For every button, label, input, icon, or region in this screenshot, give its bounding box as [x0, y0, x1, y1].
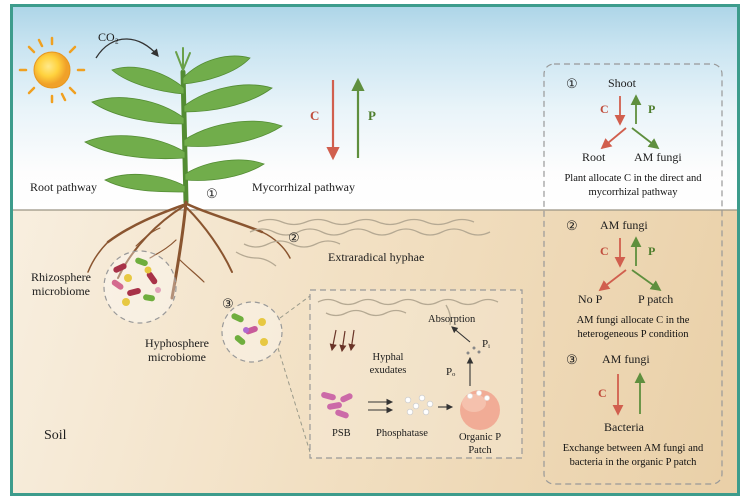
- legend-1-right-label: AM fungi: [634, 150, 682, 164]
- hyphosphere-circle: [221, 301, 283, 363]
- diagram-artwork: [13, 36, 737, 485]
- number-1-badge: ①: [206, 186, 218, 201]
- pi-dots: [466, 346, 481, 355]
- c-main-label: C: [310, 108, 320, 123]
- exudate-arrows: [329, 329, 356, 353]
- legend-1-left-label: Root: [582, 150, 606, 164]
- section1-arrows: [600, 94, 660, 150]
- figure-scene: CO₂ Root pathway ① Mycorrhizal pathway C…: [13, 7, 737, 493]
- legend-3-caption: Exchange between AM fungi and bacteria i…: [562, 443, 704, 468]
- legend-panel-border: [543, 63, 723, 485]
- psb-bacteria: [321, 391, 353, 419]
- phosphatase-label: Phosphatase: [376, 428, 428, 439]
- legend-2-right-label: P patch: [638, 292, 674, 306]
- legend-2-top-label: AM fungi: [600, 218, 648, 232]
- zoom-callout-lines: [277, 295, 311, 453]
- section3-arrows: [612, 372, 646, 416]
- legend-2-p-label: P: [648, 244, 656, 258]
- extraradical-hyphae-lines: [235, 218, 491, 267]
- sun-icon: [18, 36, 86, 104]
- legend-1-number: ①: [566, 76, 578, 91]
- psb-to-phosphatase-arrows: [368, 398, 394, 414]
- number-3-badge: ③: [222, 296, 234, 311]
- maize-plant: [84, 47, 283, 205]
- co2-label: CO₂: [98, 30, 119, 44]
- organic-p-patch-label: Organic P Patch: [458, 432, 502, 456]
- legend-1-c-label: C: [600, 102, 609, 116]
- legend-1-caption: Plant allocate C in the direct and mycor…: [564, 173, 702, 198]
- rhizosphere-circle: [103, 250, 177, 324]
- extraradical-hyphae-label: Extraradical hyphae: [328, 250, 425, 264]
- legend-3-number: ③: [566, 352, 578, 367]
- hyphosphere-microbiome-label: Hyphosphere microbiome: [145, 336, 209, 365]
- pi-label: Pᵢ: [482, 338, 490, 350]
- mycorrhizal-pathway-label: Mycorrhizal pathway: [252, 180, 355, 194]
- phosphatase-dots: [404, 394, 434, 416]
- organic-p-patch-circle: [460, 390, 500, 430]
- root-system: [87, 200, 291, 300]
- absorption-arrow: [451, 326, 471, 343]
- tassel: [175, 47, 191, 71]
- legend-2-caption: AM fungi allocate C in the heterogeneous…: [576, 315, 690, 340]
- soil-label: Soil: [44, 428, 67, 443]
- root-pathway-label: Root pathway: [30, 180, 97, 194]
- legend-1-p-label: P: [648, 102, 656, 116]
- hyphal-exudates-label: Hyphal exudates: [369, 352, 407, 376]
- po-label: Pₒ: [446, 366, 456, 378]
- absorption-label: Absorption: [428, 314, 476, 325]
- psb-label: PSB: [332, 428, 351, 439]
- rhizosphere-microbes: [111, 257, 161, 306]
- legend-3-c-label: C: [598, 386, 607, 400]
- legend-3-top-label: AM fungi: [602, 352, 650, 366]
- number-2-badge: ②: [288, 230, 300, 245]
- legend-2-number: ②: [566, 218, 578, 233]
- section2-arrows: [598, 236, 662, 292]
- legend-1-top-label: Shoot: [608, 76, 637, 90]
- process-box-border: [309, 289, 523, 459]
- legend-3-bottom-label: Bacteria: [604, 420, 644, 434]
- hyphosphere-microbes: [231, 313, 268, 346]
- p-main-label: P: [368, 108, 376, 123]
- rhizosphere-microbiome-label: Rhizosphere microbiome: [31, 270, 91, 299]
- figure-frame: CO₂ Root pathway ① Mycorrhizal pathway C…: [10, 4, 740, 496]
- co2-arrow: [95, 38, 159, 59]
- legend-2-left-label: No P: [578, 292, 603, 306]
- legend-2-c-label: C: [600, 244, 609, 258]
- box-hyphae-lines: [317, 298, 499, 326]
